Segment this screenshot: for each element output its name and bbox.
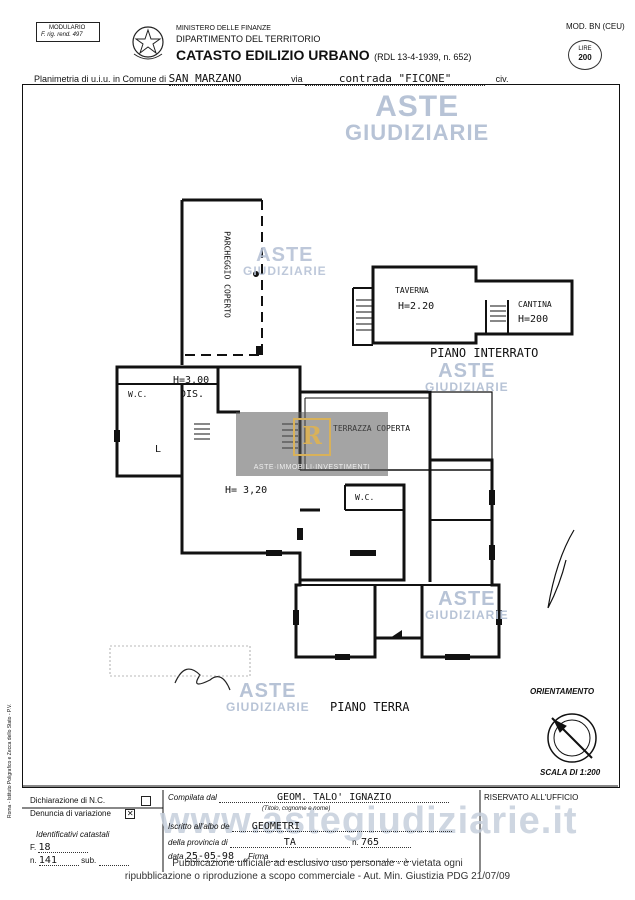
firma-value [270,852,411,862]
n2-label: n. [352,838,359,847]
provincia-row: della provincia di TA n. 765 [168,838,411,848]
plant-sketch [547,529,575,609]
publication-notice-1: Pubblicazione ufficiale ad esclusivo uso… [172,858,463,869]
firma-label: Firma [248,852,269,861]
label-wc1: W.C. [128,390,148,399]
publication-notice-2: ripubblicazione o riproduzione a scopo c… [124,871,511,882]
denuncia-row: Denuncia di variazione ✕ [30,809,136,819]
label-dis: DIS. [180,389,205,400]
watermark-giudiziarie-3: GIUDIZIARIE [425,380,509,394]
watermark-bottom-left: ASTE GIUDIZIARIE [226,680,310,714]
watermark-top: ASTE GIUDIZIARIE [345,90,489,146]
catasto-title: CATASTO EDILIZIO URBANO (RDL 13-4-1939, … [176,47,471,65]
via-value: contrada "FICONE" [305,72,486,86]
data-row: data 25-05-98 Firma [168,852,411,862]
civ-label: civ. [495,74,509,84]
sub-value [98,856,129,866]
taverna-wall [371,265,574,345]
parking-wall [180,198,262,365]
stamp-area [109,645,251,677]
catasto-ref: (RDL 13-4-1939, n. 652) [374,52,472,62]
lire-stamp: LIRE 200 [568,40,602,70]
riservato-label: RISERVATO ALL'UFFICIO [484,793,579,802]
label-taverna-h: H=2.20 [398,301,435,312]
label-taverna: TAVERNA [395,286,429,295]
f-value: 18 [38,843,89,853]
iscritto-row: Iscritto all'albo de GEOMETRI [168,822,452,832]
watermark-giudiziarie-2: GIUDIZIARIE [243,264,327,278]
lire-value: 200 [578,53,592,62]
catasto-title-text: CATASTO EDILIZIO URBANO [176,47,370,63]
watermark-giudiziarie-1: GIUDIZIARIE [345,120,490,145]
via-label: via [291,74,303,84]
label-cantina-h: H=200 [518,314,549,325]
label-parcheggio: PARCHEGGIO COPERTO [222,231,232,318]
stair-interrato [352,287,373,346]
planimetria-label: Planimetria di u.i.u. in Comune di [34,74,167,84]
label-piano-interrato: PIANO INTERRATO [430,346,539,360]
watermark-interrato: ASTE GIUDIZIARIE [425,360,509,394]
drawing-frame [22,84,620,788]
watermark-right: ASTE GIUDIZIARIE [425,588,509,622]
label-wc2: W.C. [355,493,375,502]
iscritto-label: Iscritto all'albo de [168,822,230,831]
identificativi-label: Identificativi catastali [36,830,110,839]
lire-label: LIRE [578,46,592,52]
watermark-mid: ASTE GIUDIZIARIE [243,244,327,278]
watermark-aste-5: ASTE [239,680,297,702]
label-h300: H=3,00 [173,375,210,386]
modulario-box: MODULARIO F. rig. rend. 497 [36,22,100,42]
watermark-aste-4: ASTE [438,588,496,610]
provincia-label: della provincia di [168,838,228,847]
compilata-label: Compilata dal [168,793,217,802]
sub-label: sub. [81,856,97,865]
f-label: F. [30,843,37,852]
label-l: L [155,444,162,455]
republic-emblem-icon [132,26,164,60]
watermark-aste-1: ASTE [375,90,460,123]
compilata-value: GEOM. TALO' IGNAZIO [219,793,450,803]
f-row: F. 18 [30,843,89,853]
stair-steps [356,299,506,331]
modulario-label: MODULARIO [49,25,86,31]
watermark-url: www.astegiudiziarie.it [160,800,578,842]
watermark-giudiziarie-5: GIUDIZIARIE [226,700,310,714]
mod-code: MOD. BN (CEU) [566,22,625,31]
ministry-line2: DIPARTIMENTO DEL TERRITORIO [176,34,321,44]
label-piano-terra: PIANO TERRA [330,700,410,714]
dichiarazione-label: Dichiarazione di N.C. [30,796,106,806]
comune-value: SAN MARZANO [168,72,289,86]
denuncia-checkbox: ✕ [125,809,136,819]
compilata-hint: (Titolo, cognome e nome) [262,806,331,812]
aste-logo: R ASTE·IMMOBILI·INVESTIMENTI [236,412,388,476]
watermark-aste-3: ASTE [438,360,496,382]
denuncia-label: Denuncia di variazione [30,809,111,819]
n-value: 141 [38,856,79,866]
ministry-line1: MINISTERO DELLE FINANZE [176,25,271,32]
iscritto-value: GEOMETRI [231,822,452,832]
label-cantina: CANTINA [518,300,552,309]
aste-logo-mark-icon: R [293,418,331,456]
compass-icon [547,713,597,763]
n-label: n. [30,856,37,865]
compilata-row: Compilata dal GEOM. TALO' IGNAZIO [168,793,450,803]
label-orientamento: ORIENTAMENTO [530,687,595,696]
label-scala: SCALA DI 1:200 [540,768,601,777]
data-value: 25-05-98 [185,852,246,862]
data-label: data [168,852,184,861]
label-h320: H= 3,20 [225,485,268,496]
dichiarazione-row: Dichiarazione di N.C. [30,796,152,806]
modulario-ref: F. rig. rend. 497 [41,32,83,38]
n-row: n. 141 sub. [30,856,129,866]
n2-value: 765 [360,838,411,848]
aste-logo-sub: ASTE·IMMOBILI·INVESTIMENTI [253,464,371,471]
provincia-value: TA [229,838,350,848]
watermark-aste-2: ASTE [256,244,314,266]
dichiarazione-checkbox [141,796,152,806]
planimetria-line: Planimetria di u.i.u. in Comune di SAN M… [34,72,614,86]
signature-scribble [174,668,231,691]
watermark-giudiziarie-4: GIUDIZIARIE [425,608,509,622]
side-text: Roma - Istituto Poligrafico e Zecca dell… [7,703,13,818]
